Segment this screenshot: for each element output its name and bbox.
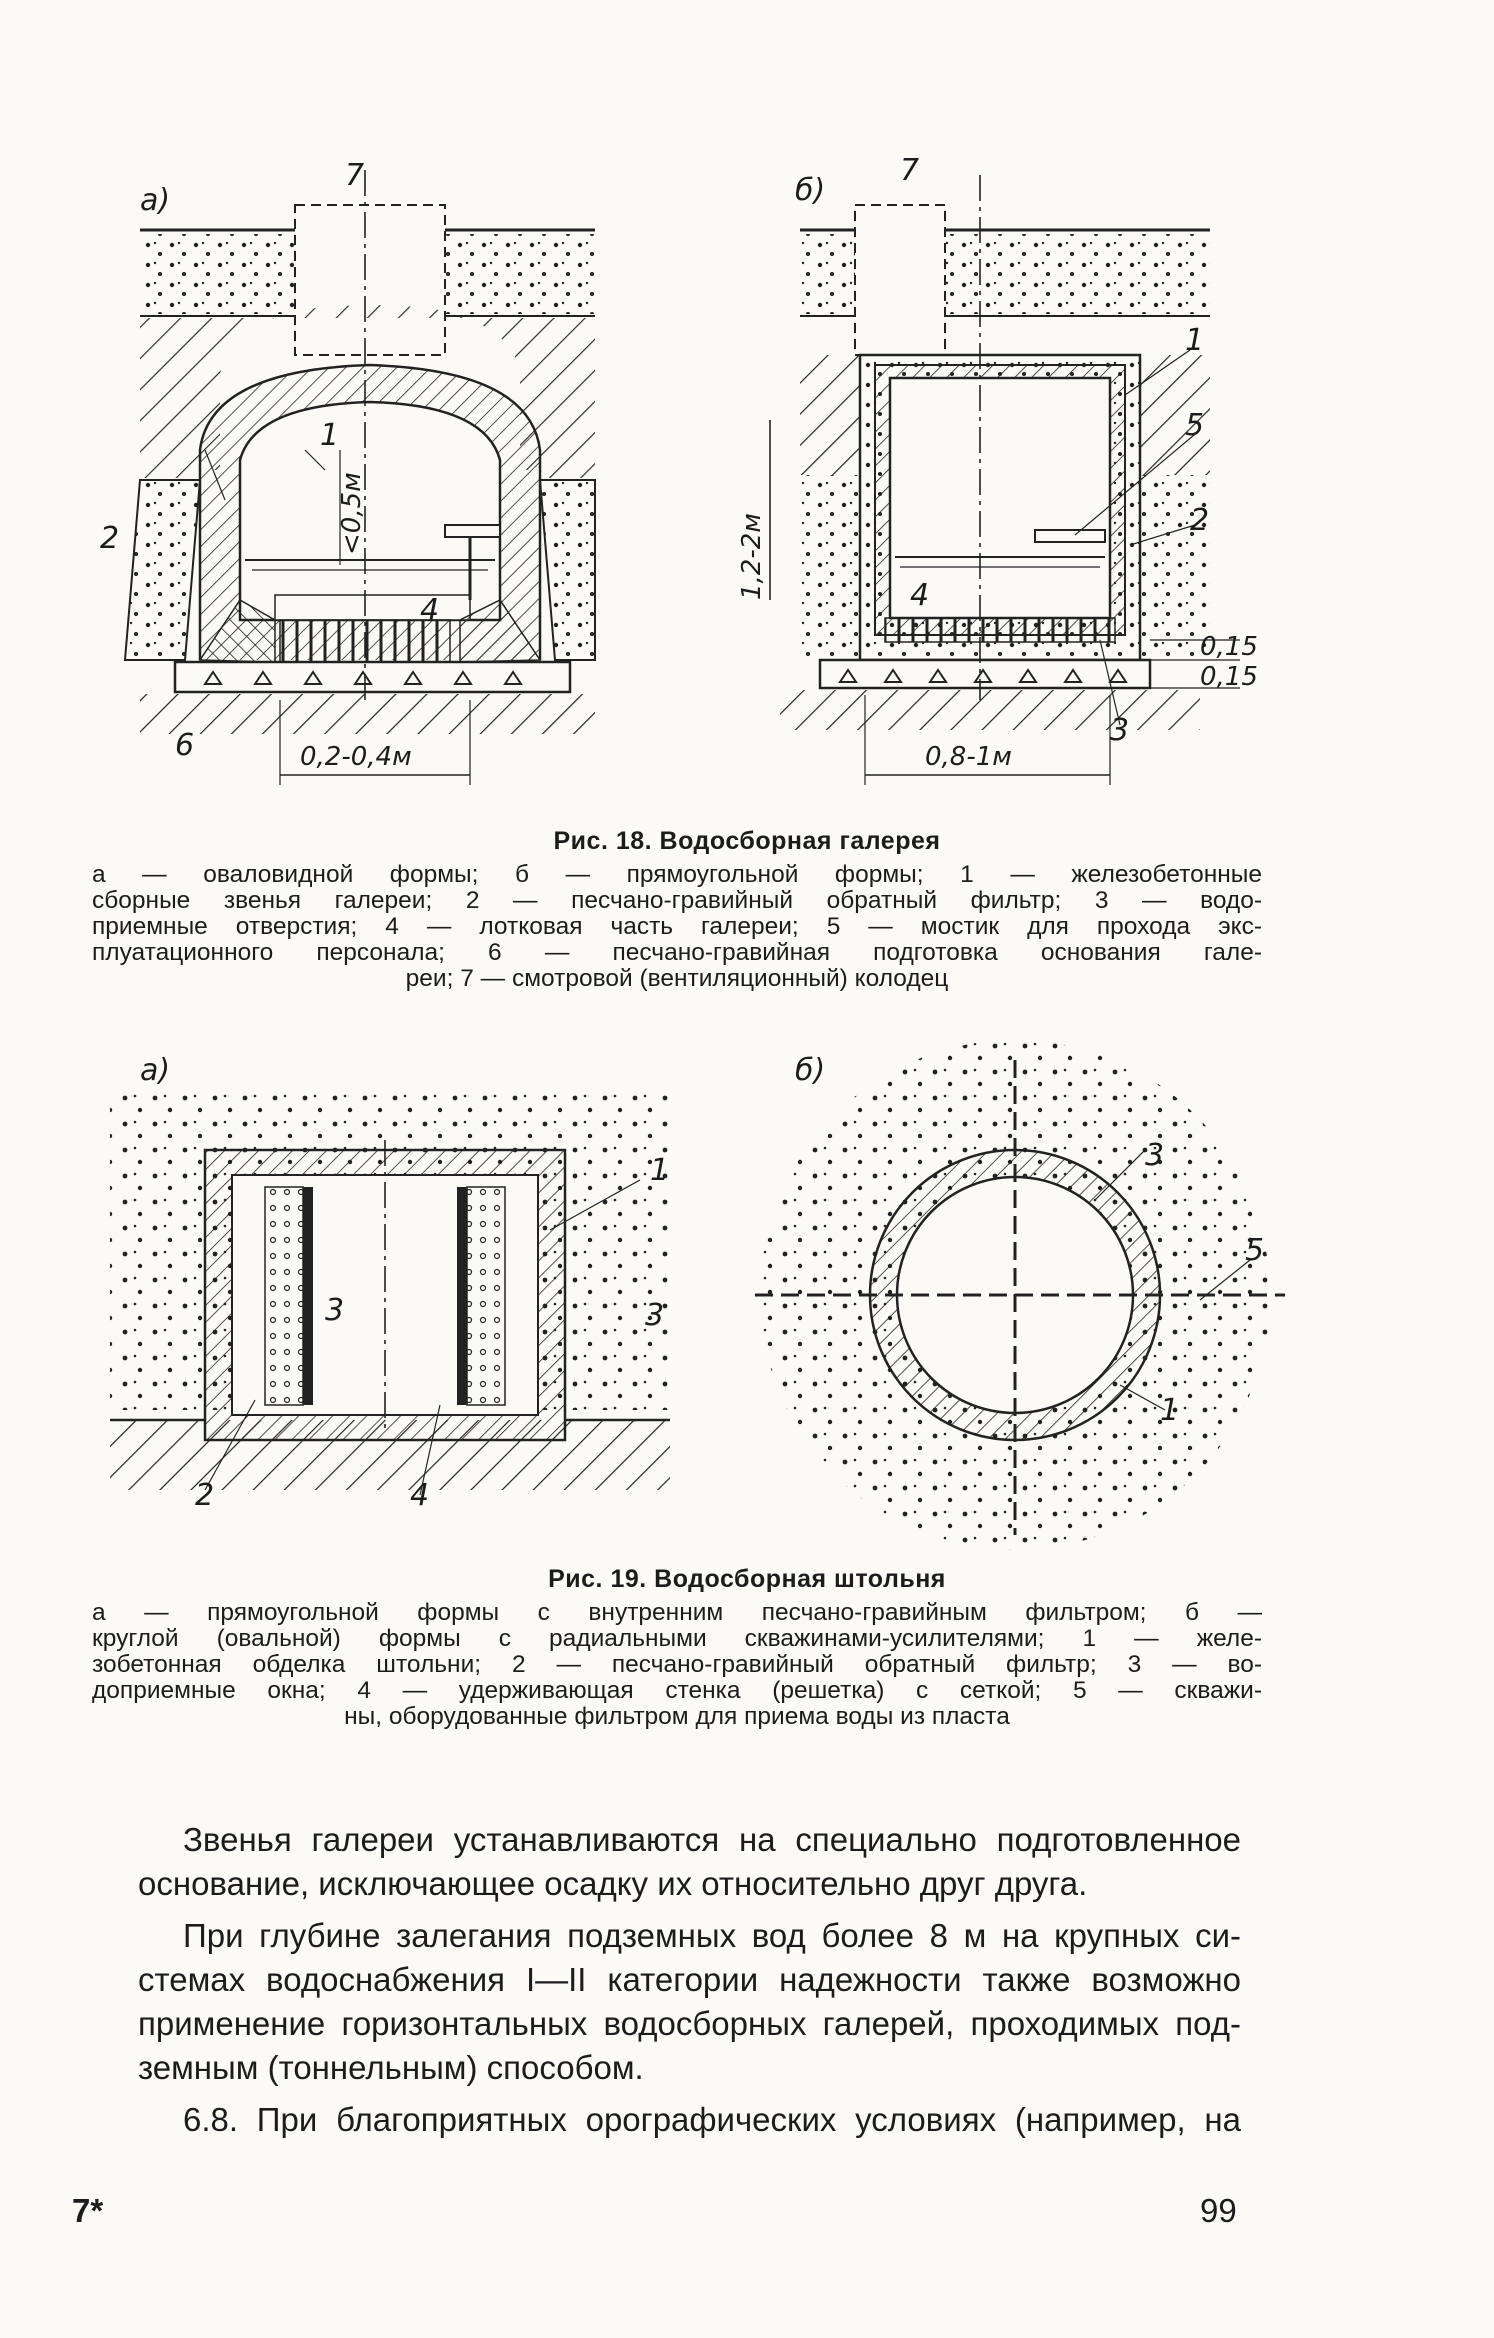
figure-19-title: Рис. 19. Водосборная штольня (548, 1565, 946, 1593)
fig18a-letter: а) (140, 183, 170, 218)
fig18a-dim-height: <0,5м (337, 472, 367, 555)
body-line: 6.8. При благоприятных орографических ус… (183, 2101, 1241, 2138)
fig19b-letter: б) (795, 1053, 825, 1088)
fig19a-label-3a: 3 (325, 1293, 344, 1328)
fig18b-letter: б) (795, 173, 825, 208)
body-line: Звенья галереи устанавливаются на специа… (183, 1821, 1241, 1858)
caption-line: а — прямоугольной формы с внутренним пес… (92, 1599, 1262, 1626)
fig18b-label-4: 4 (910, 578, 929, 613)
caption-line: ны, оборудованные фильтром для приема во… (344, 1703, 1010, 1730)
figure-18-caption: а — оваловидной формы; б — прямоугольной… (92, 862, 1262, 992)
fig18a-label-2: 2 (100, 521, 119, 556)
fig18b-dim-height: 1,2-2м (737, 513, 767, 600)
fig19-panel-a: а) 1 3 3 2 4 (110, 1053, 670, 1513)
fig19b-label-3: 3 (1145, 1138, 1164, 1173)
fig19a-label-4: 4 (410, 1478, 429, 1513)
body-text: Звенья галереи устанавливаются на специа… (138, 1818, 1241, 2142)
caption-line: реи; 7 — смотровой (вентиляционный) коло… (405, 965, 949, 992)
fig18a-label-1: 1 (320, 418, 339, 453)
body-line: При глубине залегания подземных вод боле… (183, 1917, 1241, 1954)
footer-signature: 7* (72, 2192, 104, 2229)
fig18a-dim-width: 0,2-0,4м (300, 742, 412, 772)
fig19-panel-b: б) 3 5 1 (755, 1040, 1285, 1550)
body-line: применение горизонтальных водосборных га… (138, 2005, 1241, 2042)
fig19a-label-3b: 3 (645, 1298, 664, 1333)
fig18a-label-4: 4 (420, 593, 439, 628)
caption-line: зобетонная обделка штольни; 2 — песчано-… (92, 1651, 1262, 1678)
fig18b-label-5: 5 (1185, 408, 1204, 443)
caption-line: приемные отверстия; 4 — лотковая часть г… (92, 913, 1262, 940)
figure-19-caption: а — прямоугольной формы с внутренним пес… (92, 1600, 1262, 1730)
fig18b-label-3: 3 (1110, 713, 1129, 748)
fig19a-letter: а) (140, 1053, 170, 1088)
caption-line: плуатационного персонала; 6 — песчано-гр… (92, 939, 1262, 966)
fig18b-dim-015-top: 0,15 (1200, 632, 1258, 662)
figure-19-drawing: а) 1 3 3 2 4 б) 3 5 1 (110, 1040, 1285, 1550)
fig18-panel-a: а) 7 1 2 4 6 <0,5м 0,2-0,4м (100, 158, 596, 785)
fig19a-label-2: 2 (195, 1478, 214, 1513)
fig19b-label-5: 5 (1245, 1233, 1264, 1268)
caption-line: сборные звенья галереи; 2 — песчано-грав… (92, 887, 1262, 914)
fig18b-dim-015-bottom: 0,15 (1200, 662, 1258, 692)
fig19b-label-1: 1 (1160, 1393, 1179, 1428)
fig18b-label-1: 1 (1185, 323, 1204, 358)
figure-18-title: Рис. 18. Водосборная галерея (553, 827, 941, 855)
fig18-panel-b: б) 7 1 5 2 4 3 1,2-2м 0,8-1м 0,15 0,15 (737, 153, 1258, 785)
body-line: стемах водоснабжения I—II категории наде… (138, 1961, 1241, 1998)
figure-18-drawing: а) 7 1 2 4 6 <0,5м 0,2-0,4м (100, 153, 1258, 785)
fig18a-label-6: 6 (175, 728, 194, 763)
body-line: земным (тоннельным) способом. (138, 2049, 644, 2086)
caption-line: доприемные окна; 4 — удерживающая стенка… (92, 1677, 1262, 1704)
fig18b-dim-width: 0,8-1м (925, 742, 1012, 772)
body-line: основание, исключающее осадку их относит… (138, 1865, 1088, 1902)
caption-line: а — оваловидной формы; б — прямоугольной… (92, 861, 1262, 888)
page-number: 99 (1200, 2192, 1237, 2229)
fig18b-label-7: 7 (900, 153, 919, 188)
fig19a-label-1: 1 (650, 1153, 669, 1188)
fig18a-label-7: 7 (345, 158, 364, 193)
fig18b-label-2: 2 (1190, 503, 1209, 538)
caption-line: круглой (овальной) формы с радиальными с… (92, 1625, 1262, 1652)
